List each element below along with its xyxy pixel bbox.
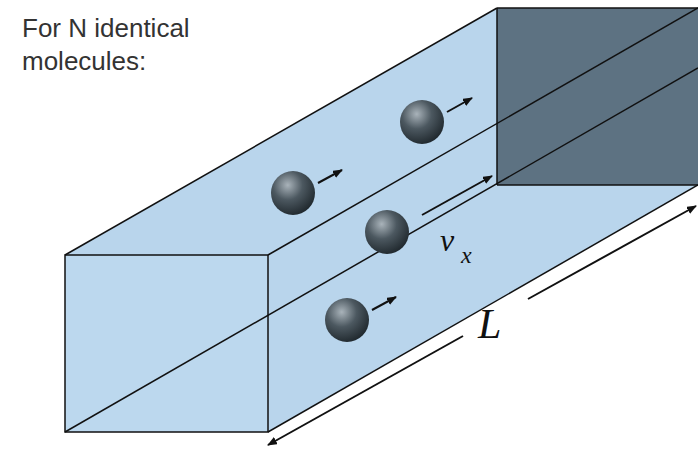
box-edges: [65, 8, 698, 432]
velocity-subscript: x: [461, 242, 472, 269]
length-dimension: [268, 206, 696, 445]
title-note: For N identical molecules:: [22, 12, 257, 77]
box-body: [65, 8, 698, 432]
front-face: [65, 255, 268, 432]
length-symbol: L: [478, 300, 501, 348]
back-wall: [497, 8, 698, 185]
molecules: [271, 100, 444, 342]
velocity-symbol: v: [440, 222, 454, 259]
velocity-arrows: [318, 98, 492, 310]
